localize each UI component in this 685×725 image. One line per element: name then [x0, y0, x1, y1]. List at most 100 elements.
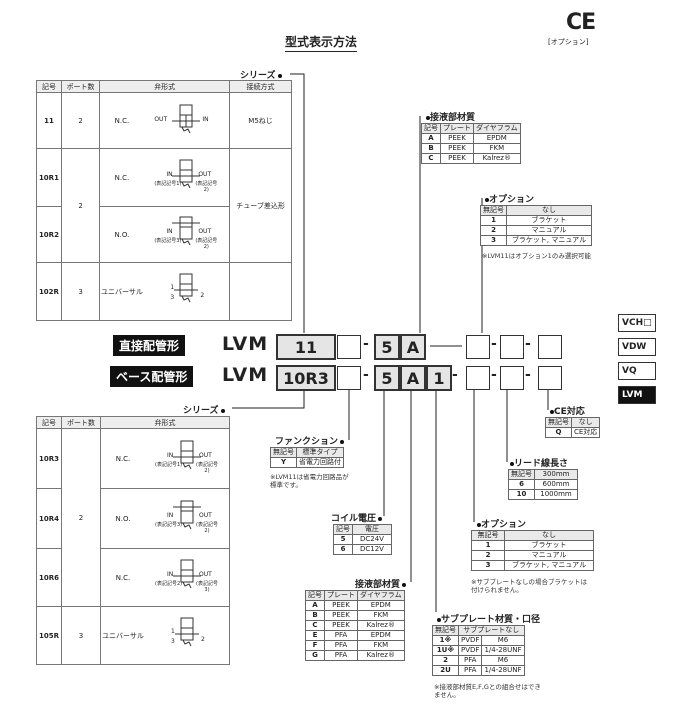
table-cell: 3	[480, 235, 507, 246]
table-cell: (表記記号2)	[196, 461, 218, 474]
base-series-box[interactable]: 10R3	[276, 365, 336, 391]
table-cell: 無記号	[508, 469, 535, 480]
table-cell: C	[305, 620, 325, 631]
table-cell: サブプレート材質・口径	[441, 615, 541, 625]
table-cell: G	[305, 650, 325, 661]
lead-slot[interactable]	[500, 335, 524, 359]
row-valve: N.C.	[99, 92, 144, 149]
bullet-icon	[485, 197, 489, 202]
tab-vdw[interactable]: VDW	[618, 338, 656, 356]
lead-slot[interactable]	[500, 366, 524, 390]
bullet-icon	[426, 115, 430, 120]
table-row: 10R4 N.O. IN OUT (表記記号3) (表記記号2)	[36, 488, 230, 549]
table-cell: 300mm	[534, 469, 578, 480]
table-cell: サブプレートなし	[458, 625, 525, 636]
table-cell: FKM	[357, 610, 405, 621]
table-cell: ダイヤフラム	[357, 590, 405, 601]
table-cell: 1	[471, 540, 505, 551]
port-label: OUT	[198, 227, 212, 235]
base-material-box[interactable]: A	[400, 365, 426, 391]
direct-coil-box[interactable]: 5	[374, 334, 400, 360]
table-cell: N.C.	[100, 428, 145, 489]
table-cell: オプション	[481, 520, 527, 530]
direct-material-box[interactable]: A	[400, 334, 426, 360]
table-cell: (表記記号1)	[155, 461, 183, 468]
row-conn: M5ねじ	[229, 92, 292, 149]
table-cell: 1/4-28UNF	[481, 665, 525, 676]
function-slot[interactable]	[337, 335, 361, 359]
row-valve: N.O.	[99, 206, 144, 263]
table-cell: 記号	[421, 123, 441, 134]
table-cell: A	[305, 600, 325, 611]
table-cell: 1/4-28UNF	[481, 645, 525, 656]
table-cell: PVDF	[457, 635, 483, 646]
table-cell: 接液部材質	[355, 580, 401, 590]
dash: -	[363, 336, 369, 352]
base-label: ベース配管形	[110, 366, 194, 387]
table-cell: PEEK	[324, 620, 358, 631]
table-cell: PEEK	[440, 143, 474, 154]
table-cell: 3	[61, 606, 101, 665]
base-coil-box[interactable]: 5	[374, 365, 400, 391]
table-cell: (表記記号3)	[155, 521, 183, 528]
valve-symbol: IN OUT (表記記号3) (表記記号2)	[145, 488, 230, 549]
table-cell: PFA	[324, 640, 358, 651]
table-cell: PEEK	[440, 133, 474, 144]
table-cell: 接液部材質	[430, 113, 476, 123]
table-cell: OUT	[199, 511, 212, 519]
table-cell: なし	[570, 417, 601, 428]
table-cell: 10R4	[36, 488, 62, 549]
option-slot[interactable]	[466, 335, 490, 359]
tab-vch[interactable]: VCH□	[618, 314, 656, 332]
function-slot[interactable]	[337, 366, 361, 390]
option-top-label: オプション	[483, 192, 534, 205]
lead-label: リード線長さ	[508, 456, 568, 469]
option-slot[interactable]	[466, 366, 490, 390]
table-cell: 2U	[432, 665, 459, 676]
port-label: 2	[200, 291, 205, 299]
port-note: (表記記号1)	[154, 180, 182, 187]
table-cell: 記号	[305, 590, 325, 601]
table-cell: PFA	[457, 665, 483, 676]
series-table-bottom: 記号 ポート数 弁形式 10R3 2 N.C. IN OUT (表記記号1) (…	[36, 416, 230, 665]
subplate-label: サブプレート材質・口径	[435, 612, 540, 625]
table-cell: IN	[167, 570, 174, 578]
tab-vq[interactable]: VQ	[618, 362, 656, 380]
base-plate-box[interactable]: 1	[426, 365, 452, 391]
valve-symbol-icon	[172, 104, 201, 133]
table-cell: コイル電圧	[331, 514, 377, 524]
tab-lvm[interactable]: LVM	[618, 386, 656, 404]
table-cell: 10R6	[36, 548, 62, 607]
valve-symbol: IN OUT (表記記号1) (表記記号2)	[143, 148, 231, 207]
direct-series-box[interactable]: 11	[276, 334, 336, 360]
bullet-icon	[277, 73, 282, 78]
table-cell: マニュアル	[504, 550, 594, 561]
table-cell: 600mm	[534, 479, 578, 490]
table-cell: ブラケット, マニュアル	[504, 560, 594, 571]
valve-symbol: 1 3 2	[145, 606, 230, 665]
valve-symbol: 1 3 2	[143, 262, 231, 321]
port-note: (表記記号3)	[154, 237, 182, 244]
port-label: OUT	[154, 115, 168, 123]
table-cell: 2	[61, 428, 101, 607]
ce-slot[interactable]	[538, 366, 562, 390]
table-cell: ブラケット	[504, 540, 594, 551]
table-cell: プレート	[324, 590, 358, 601]
table-cell: 標準タイプ	[296, 447, 344, 458]
table-cell: 2	[432, 655, 459, 666]
table-cell: B	[421, 143, 441, 154]
table-cell: Kalrez®	[357, 620, 405, 631]
ce-slot[interactable]	[538, 335, 562, 359]
row-conn: チューブ差込形	[229, 148, 292, 263]
